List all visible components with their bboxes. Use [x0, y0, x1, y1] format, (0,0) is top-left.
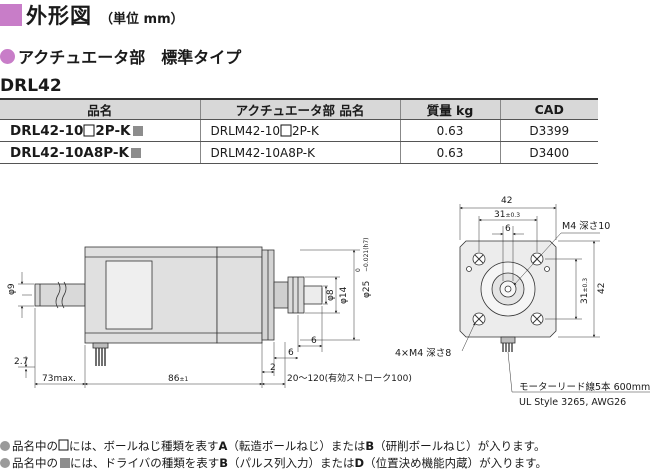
label-m4-deep10: M4 深さ10 — [562, 221, 610, 232]
driver-box-icon — [132, 125, 143, 136]
label-m4-deep8: 4×M4 深さ8 — [395, 348, 451, 359]
mass-cell: 0.63 — [399, 119, 500, 142]
title-text: 外形図 — [26, 4, 92, 28]
front-view — [459, 240, 557, 352]
front-view-dimensions — [459, 204, 650, 393]
front-view-labels: 42 31±0.3 6 M4 深さ10 31±0.3 42 4×M4 深さ8 モ… — [395, 196, 650, 408]
driver-box-icon — [60, 458, 70, 468]
note-driver: 品名中のには、ドライバの種類を表すB（パルス列入力）またはD（位置決め機能内蔵）… — [0, 455, 547, 472]
dim-phi25-tol-top: 0 — [355, 268, 362, 272]
series-name: DRL42 — [0, 76, 62, 96]
col-header-mass: 質量 kg — [399, 98, 500, 120]
side-view-labels: φ9 φ25 0 −0.021(h7) φ14 φ8 6 6 2 2.7 73m… — [7, 237, 412, 384]
dim-86: 86±1 — [168, 374, 188, 384]
part-number-cell: DRL42-10A8P-K — [0, 141, 200, 164]
dim-6b: 6 — [311, 336, 317, 346]
dimension-drawing: φ9 φ25 0 −0.021(h7) φ14 φ8 6 6 2 2.7 73m… — [7, 196, 650, 408]
dim-31-top: 31±0.3 — [494, 210, 520, 220]
blank-box-icon — [58, 439, 69, 451]
mass-cell: 0.63 — [399, 141, 500, 164]
dim-73max: 73max. — [42, 374, 76, 384]
dim-phi25: φ25 — [362, 281, 372, 298]
blank-box-icon — [280, 124, 292, 136]
table-header-row: 品名 アクチュエータ部 品名 質量 kg CAD — [0, 98, 598, 120]
dim-phi25-tol-bottom: −0.021(h7) — [363, 237, 370, 272]
dim-phi9: φ9 — [7, 283, 17, 295]
actuator-number-cell: DRLM42-10A8P-K — [199, 141, 400, 164]
side-view — [22, 246, 323, 366]
bullet-dot-icon — [0, 458, 10, 468]
blank-box-icon — [83, 124, 95, 136]
dim-2-7: 2.7 — [14, 357, 28, 367]
dim-stroke: 20～120(有効ストローク100) — [287, 372, 412, 384]
cad-cell[interactable]: D3400 — [499, 141, 598, 164]
notes: 品名中のには、ボールねじ種類を表すA（転造ボールねじ）またはB（研削ボールねじ）… — [0, 438, 547, 472]
dim-2: 2 — [270, 363, 276, 373]
title-square-icon — [0, 4, 22, 26]
bullet-dot-icon — [0, 48, 15, 64]
col-header-actuator: アクチュエータ部 品名 — [199, 98, 400, 120]
note-ballscrew: 品名中のには、ボールねじ種類を表すA（転造ボールねじ）またはB（研削ボールねじ）… — [0, 438, 547, 455]
page-title: 外形図 （単位 mm） — [0, 2, 184, 28]
dim-6a: 6 — [288, 348, 294, 358]
dim-42-side: 42 — [597, 283, 607, 294]
bullet-dot-icon — [0, 441, 10, 451]
dim-phi8: φ8 — [326, 289, 336, 301]
section-subtitle: アクチュエータ部 標準タイプ — [0, 44, 241, 68]
driver-box-icon — [130, 147, 141, 158]
table-row: DRL42-10A8P-K DRLM42-10A8P-K 0.63 D3400 — [0, 141, 598, 164]
subtitle-actuator: アクチュエータ部 — [18, 48, 146, 67]
unit-text: （単位 mm） — [100, 11, 184, 27]
motor-lead-spec: UL Style 3265, AWG26 — [519, 397, 626, 408]
cad-cell[interactable]: D3399 — [499, 119, 598, 142]
dim-42-top: 42 — [501, 196, 512, 206]
col-header-part: 品名 — [0, 98, 200, 120]
motor-lead-label: モーターリード線5本 600mm — [519, 381, 650, 393]
dim-31-side: 31±0.3 — [580, 278, 590, 304]
side-view-dimensions — [18, 249, 360, 388]
dim-6-front: 6 — [505, 224, 511, 234]
dim-phi14: φ14 — [339, 286, 349, 304]
col-header-cad: CAD — [499, 98, 598, 120]
subtitle-type: 標準タイプ — [161, 48, 242, 67]
